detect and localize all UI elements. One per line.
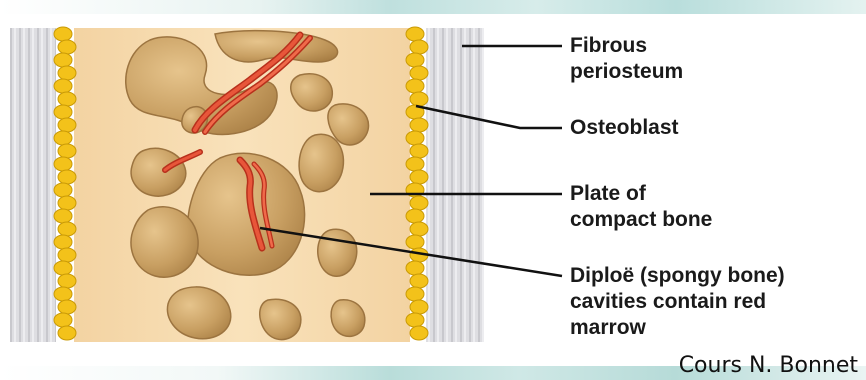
label-osteoblast: Osteoblast (570, 115, 679, 141)
osteoblast-cell (58, 118, 76, 132)
osteoblast-cell (54, 79, 72, 93)
osteoblast-cell (58, 92, 76, 106)
osteoblast-cell (54, 53, 72, 67)
osteoblast-cell (410, 274, 428, 288)
osteoblast-cell (410, 196, 428, 210)
osteoblast-cell (54, 287, 72, 301)
osteoblast-cell (406, 209, 424, 223)
osteoblast-cell (410, 300, 428, 314)
osteoblast-cell (406, 157, 424, 171)
credit-text: Cours N. Bonnet (679, 353, 858, 378)
osteoblast-cell (58, 66, 76, 80)
osteoblast-cell (410, 222, 428, 236)
cavity (131, 148, 186, 196)
label-fibrous-periosteum: Fibrous periosteum (570, 33, 683, 85)
cavity (299, 134, 343, 191)
osteoblast-cell (54, 105, 72, 119)
osteoblast-cell (410, 40, 428, 54)
periosteum-right (426, 28, 484, 342)
osteoblast-cell (406, 261, 424, 275)
osteoblast-cell (410, 118, 428, 132)
osteoblast-chain-left (54, 27, 76, 340)
osteoblast-cell (54, 261, 72, 275)
osteoblast-cell (58, 40, 76, 54)
osteoblast-cell (58, 196, 76, 210)
osteoblast-cell (406, 131, 424, 145)
cavity (131, 207, 198, 278)
osteoblast-cell (406, 79, 424, 93)
osteoblast-cell (58, 300, 76, 314)
osteoblast-cell (58, 326, 76, 340)
osteoblast-cell (410, 144, 428, 158)
osteoblast-cell (54, 235, 72, 249)
osteoblast-cell (58, 274, 76, 288)
label-plate-compact-bone: Plate of compact bone (570, 181, 712, 233)
osteoblast-cell (54, 209, 72, 223)
osteoblast-cell (54, 183, 72, 197)
osteoblast-cell (406, 27, 424, 41)
osteoblast-cell (58, 248, 76, 262)
osteoblast-cell (54, 131, 72, 145)
osteoblast-cell (406, 235, 424, 249)
osteoblast-cell (406, 287, 424, 301)
label-diploe: Diploë (spongy bone) cavities contain re… (570, 263, 785, 341)
osteoblast-cell (58, 144, 76, 158)
cavity (318, 229, 357, 276)
osteoblast-cell (410, 92, 428, 106)
osteoblast-cell (58, 170, 76, 184)
osteoblast-cell (410, 170, 428, 184)
osteoblast-cell (54, 27, 72, 41)
osteoblast-cell (58, 222, 76, 236)
osteoblast-cell (54, 157, 72, 171)
periosteum-left (10, 28, 56, 342)
osteoblast-cell (410, 66, 428, 80)
osteoblast-cell (54, 313, 72, 327)
osteoblast-cell (406, 53, 424, 67)
osteoblast-cell (406, 313, 424, 327)
osteoblast-cell (410, 326, 428, 340)
